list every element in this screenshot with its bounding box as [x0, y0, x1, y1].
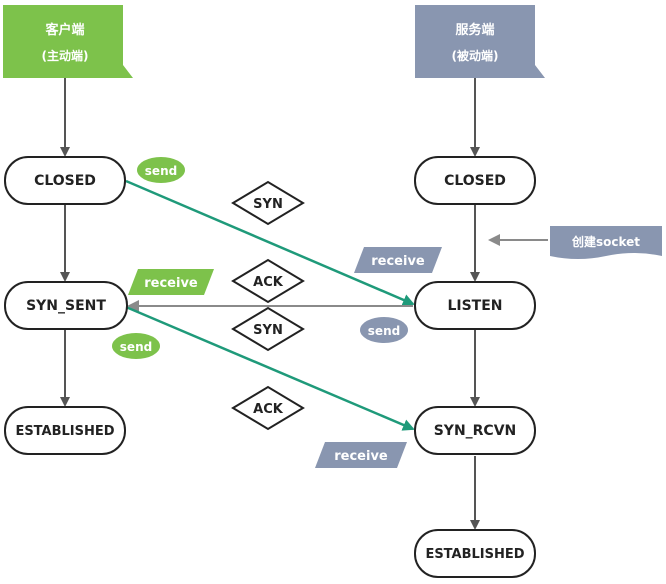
message-syn-1-shape: [231, 180, 305, 226]
message-ack-2-shape: [231, 385, 305, 431]
state-client-established-shape: [4, 406, 126, 455]
action-send-1: send: [137, 157, 185, 183]
client-header-line1: 客户端: [45, 22, 84, 38]
message-syn-2-shape: [231, 306, 305, 352]
action-send-client-2-label: send: [120, 340, 152, 354]
state-server-syn-rcvn: SYN_RCVN: [414, 406, 536, 455]
state-server-syn-rcvn-shape: [414, 406, 536, 455]
action-send-client-2-shape: [112, 333, 160, 359]
create-socket-banner: 创建socket: [550, 226, 662, 259]
create-socket-banner-shape: [550, 226, 662, 259]
state-server-listen-label: LISTEN: [447, 298, 502, 314]
state-client-closed: CLOSED: [4, 156, 126, 205]
server-header-line2: (被动端): [452, 48, 499, 63]
message-syn-2-label: SYN: [253, 323, 283, 338]
action-send-1-shape: [137, 157, 185, 183]
state-client-syn-sent: SYN_SENT: [4, 281, 128, 330]
state-server-established-label: ESTABLISHED: [425, 547, 524, 562]
action-receive-client-shape: [128, 269, 214, 295]
action-send-server-label: send: [368, 324, 400, 338]
message-ack-2-label: ACK: [253, 402, 284, 417]
action-send-client-2: send: [112, 333, 160, 359]
message-ack-1-shape: [231, 258, 305, 304]
action-receive-server-1: receive: [354, 247, 442, 273]
client-header: 客户端 (主动端): [3, 5, 133, 78]
action-receive-server-2-label: receive: [334, 449, 388, 464]
state-server-listen: LISTEN: [414, 281, 536, 330]
syn-message-line: [125, 179, 415, 306]
create-socket-label: 创建socket: [571, 234, 640, 249]
state-client-closed-label: CLOSED: [34, 173, 96, 189]
message-ack-2: ACK: [231, 385, 305, 431]
state-server-closed-shape: [414, 156, 536, 205]
message-syn-2: SYN: [231, 306, 305, 352]
server-header: 服务端 (被动端): [415, 5, 545, 78]
state-client-syn-sent-label: SYN_SENT: [26, 298, 106, 314]
action-send-server-shape: [360, 317, 408, 343]
state-server-established-shape: [414, 529, 536, 578]
action-receive-client-label: receive: [144, 276, 198, 291]
action-receive-server-1-label: receive: [371, 254, 425, 269]
action-send-server: send: [360, 317, 408, 343]
state-server-listen-shape: [414, 281, 536, 330]
message-ack-1-label: ACK: [253, 275, 284, 290]
action-receive-server-2: receive: [315, 442, 407, 468]
client-header-line2: (主动端): [42, 48, 89, 63]
state-client-syn-sent-shape: [4, 281, 128, 330]
message-syn-1-label: SYN: [253, 197, 283, 212]
state-server-syn-rcvn-label: SYN_RCVN: [434, 423, 517, 439]
message-ack-1: ACK: [231, 258, 305, 304]
server-header-line1: 服务端: [455, 22, 494, 38]
action-receive-client: receive: [128, 269, 214, 295]
server-header-shape: [415, 5, 545, 78]
client-header-shape: [3, 5, 133, 78]
action-receive-server-2-shape: [315, 442, 407, 468]
state-client-established-label: ESTABLISHED: [15, 424, 114, 439]
state-client-established: ESTABLISHED: [4, 406, 126, 455]
action-receive-server-1-shape: [354, 247, 442, 273]
action-send-1-label: send: [145, 164, 177, 178]
message-syn-1: SYN: [231, 180, 305, 226]
state-server-closed-label: CLOSED: [444, 173, 506, 189]
state-server-established: ESTABLISHED: [414, 529, 536, 578]
state-server-closed: CLOSED: [414, 156, 536, 205]
ack-message-line: [125, 305, 415, 431]
state-client-closed-shape: [4, 156, 126, 205]
